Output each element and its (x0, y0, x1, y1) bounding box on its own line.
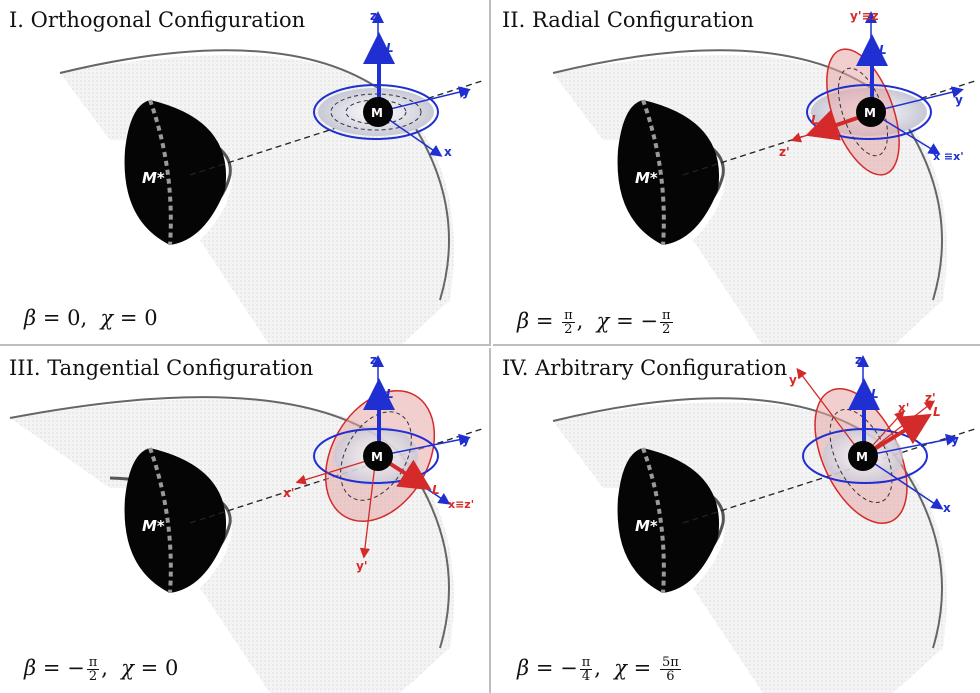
zprime-label: z' (779, 145, 790, 159)
x-label: x (444, 145, 452, 159)
central-star (617, 100, 720, 245)
yprime-label: y' (789, 373, 801, 387)
panel-formula: β = 0, χ = 0 (24, 306, 158, 330)
yprime-axis (359, 455, 377, 559)
panel-2-diagram: M* M y'≡z L y x ≡x' L z' (552, 9, 979, 344)
panel-4-diagram: M* M z L y x y' x' z' L (552, 353, 979, 693)
svg-text:M: M (371, 450, 383, 464)
orbit-ellipse-blue (313, 428, 439, 484)
panel-arbitrary: M* M z L y x y' x' z' L IV. Arbitrary C (493, 348, 980, 693)
svg-text:z: z (370, 353, 377, 367)
panel-title: III. Tangential Configuration (9, 356, 314, 380)
svg-text:y: y (951, 433, 959, 447)
L-label: L (386, 41, 394, 55)
panel-orthogonal: M* M z L y x I. Orthogonal Configuration… (0, 0, 491, 346)
y-axis (377, 86, 471, 113)
panel-tangential: M* M z L y x≡z' L x' y' III. Tangential … (0, 348, 491, 693)
star-label: M* (142, 517, 165, 535)
star-label: M* (635, 517, 658, 535)
svg-text:L: L (879, 43, 887, 57)
xprime-label: x' (283, 486, 294, 500)
panel-title: I. Orthogonal Configuration (9, 8, 306, 32)
xz-label: x≡z' (448, 498, 474, 511)
yprime-axis (796, 367, 864, 457)
panel-title: IV. Arbitrary Configuration (502, 356, 788, 380)
panel-title: II. Radial Configuration (502, 8, 754, 32)
central-star (124, 448, 227, 593)
yz-label: y'≡z (850, 9, 879, 23)
y-label: y (462, 85, 470, 99)
svg-text:y: y (955, 93, 963, 107)
svg-text:L: L (871, 387, 879, 401)
black-hole (856, 97, 886, 127)
yprime-label: y' (356, 559, 368, 573)
svg-text:x: x (943, 501, 951, 515)
svg-text:L: L (933, 405, 941, 419)
star-label: M* (142, 169, 165, 187)
star-label: M* (635, 169, 658, 187)
xprime-label: x' (898, 401, 909, 415)
panel-1-diagram: M* M z L y x (59, 9, 486, 344)
z-label: z (370, 9, 377, 23)
xx-label: x ≡x' (933, 150, 964, 163)
svg-text:L: L (432, 483, 440, 497)
zprime-axis (790, 113, 870, 143)
central-star (124, 100, 227, 245)
star-limb (148, 99, 173, 246)
black-hole (363, 441, 393, 471)
svg-text:L: L (386, 387, 394, 401)
svg-text:M: M (864, 106, 876, 120)
panel-radial: M* M y'≡z L y x ≡x' L z' II. Radial Conf… (493, 0, 980, 346)
orbit-ellipse-blue (313, 84, 439, 140)
svg-text:z: z (855, 353, 862, 367)
central-star (617, 448, 720, 593)
svg-text:y: y (462, 433, 470, 447)
bh-label: M (371, 106, 383, 120)
panel-3-diagram: M* M z L y x≡z' L x' y' (9, 353, 486, 693)
svg-text:L: L (811, 113, 819, 127)
xprime-axis (295, 457, 377, 485)
zprime-label: z' (925, 391, 936, 405)
black-hole (848, 441, 878, 471)
svg-text:M: M (856, 450, 868, 464)
black-hole (363, 97, 393, 127)
